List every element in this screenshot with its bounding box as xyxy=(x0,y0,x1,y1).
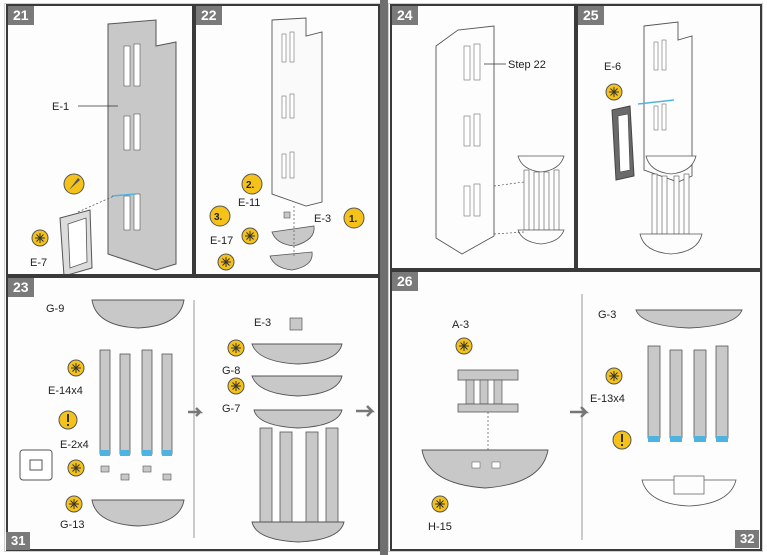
label-e14: E-14x4 xyxy=(48,385,83,397)
step-24-drawing: Step 22 xyxy=(435,25,565,255)
book-spine xyxy=(380,0,388,555)
step-21-panel: 21 E-1 E-7 xyxy=(6,4,194,276)
glue-icon xyxy=(67,359,85,377)
svg-text:3.: 3. xyxy=(214,212,223,223)
frame-e7 xyxy=(59,195,115,274)
step-22-panel: 22 2. 3. 1. xyxy=(194,4,380,276)
glue-icon xyxy=(65,495,83,513)
wall-outline xyxy=(435,25,495,255)
label-g9: G-9 xyxy=(46,303,64,315)
label-h15: H-15 xyxy=(428,521,452,533)
glue-icon xyxy=(431,495,449,513)
label-e11: E-11 xyxy=(238,197,260,209)
page-number-right: 32 xyxy=(735,530,760,548)
glue-icon xyxy=(67,459,85,477)
step-21-drawing: E-1 E-7 xyxy=(30,19,177,274)
step-22-drawing: 2. 3. 1. E-11 E-3 E-17 xyxy=(209,17,365,271)
glue-icon xyxy=(605,367,623,385)
label-g7: G-7 xyxy=(222,403,240,415)
wall-panel-outline xyxy=(271,17,323,207)
part-e3 xyxy=(283,211,291,219)
detail-inset xyxy=(19,449,53,481)
glue-icon xyxy=(31,229,49,247)
column-assembly xyxy=(639,155,703,255)
column-assembly xyxy=(493,155,565,245)
label-e1: E-1 xyxy=(52,101,69,113)
step-order-badge-3: 3. xyxy=(209,205,231,227)
step-number: 21 xyxy=(8,6,34,25)
label-e13: E-13x4 xyxy=(590,393,625,405)
step-number: 26 xyxy=(392,272,418,291)
label-e7: E-7 xyxy=(30,257,47,269)
glue-icon xyxy=(227,377,245,395)
svg-text:1.: 1. xyxy=(349,214,358,225)
step-number: 24 xyxy=(392,6,418,25)
plate-g3 xyxy=(635,309,743,329)
label-e2: E-2x4 xyxy=(60,439,89,451)
svg-text:2.: 2. xyxy=(246,180,255,191)
page-number-left: 31 xyxy=(6,532,31,550)
glue-icon xyxy=(227,339,245,357)
part-e17 xyxy=(269,251,313,271)
step-order-badge-1: 1. xyxy=(343,207,365,229)
label-g13: G-13 xyxy=(60,519,84,531)
base-h15 xyxy=(421,449,549,489)
label-e17: E-17 xyxy=(210,235,233,247)
knife-icon xyxy=(63,173,85,195)
label-a3: A-3 xyxy=(452,319,469,331)
glue-icon xyxy=(241,227,259,245)
arrow-right-icon xyxy=(188,407,204,417)
step-26-drawing: A-3 H-15 G-3 E-13x4 xyxy=(421,294,743,540)
plate-g13 xyxy=(91,499,185,527)
step-23-panel: 23 xyxy=(6,276,380,551)
part-e11 xyxy=(271,225,315,247)
step-number: 25 xyxy=(578,6,604,25)
glue-icon xyxy=(455,337,473,355)
step-24-panel: 24 Step 22 xyxy=(390,4,576,270)
plate-g7 xyxy=(251,375,343,397)
step-25-drawing: E-6 xyxy=(604,21,703,255)
arrow-right-icon xyxy=(356,405,376,417)
column-assembly xyxy=(251,409,345,543)
plate-g9 xyxy=(91,299,185,329)
label-step-ref: Step 22 xyxy=(508,59,546,71)
warning-icon xyxy=(58,410,78,430)
part-e3 xyxy=(289,317,303,331)
label-g8: G-8 xyxy=(222,365,240,377)
part-a3 xyxy=(457,369,519,413)
step-25-panel: 25 E-6 xyxy=(576,4,762,270)
label-e3: E-3 xyxy=(254,317,271,329)
arrow-right-icon xyxy=(570,406,590,418)
glue-icon xyxy=(217,253,235,271)
wall-panel-e1 xyxy=(107,19,177,271)
step-23-drawing: G-9 E-14x4 E-2x4 G-13 E-3 G-8 G-7 xyxy=(19,299,345,543)
frame-e6 xyxy=(611,105,635,181)
warning-icon xyxy=(612,430,632,450)
step-number: 23 xyxy=(8,278,34,297)
column-e13 xyxy=(647,345,729,442)
column-e14 xyxy=(99,349,173,456)
glue-icon xyxy=(605,83,623,101)
label-g3: G-3 xyxy=(598,309,616,321)
base-assembly xyxy=(641,475,737,507)
wall-outline xyxy=(637,21,693,183)
step-number: 22 xyxy=(196,6,222,25)
step-26-panel: 26 xyxy=(390,270,762,551)
label-e3: E-3 xyxy=(314,213,331,225)
label-e6: E-6 xyxy=(604,61,621,73)
connector-e2 xyxy=(100,465,172,481)
plate-g8 xyxy=(251,343,343,365)
step-order-badge-2: 2. xyxy=(241,173,263,195)
